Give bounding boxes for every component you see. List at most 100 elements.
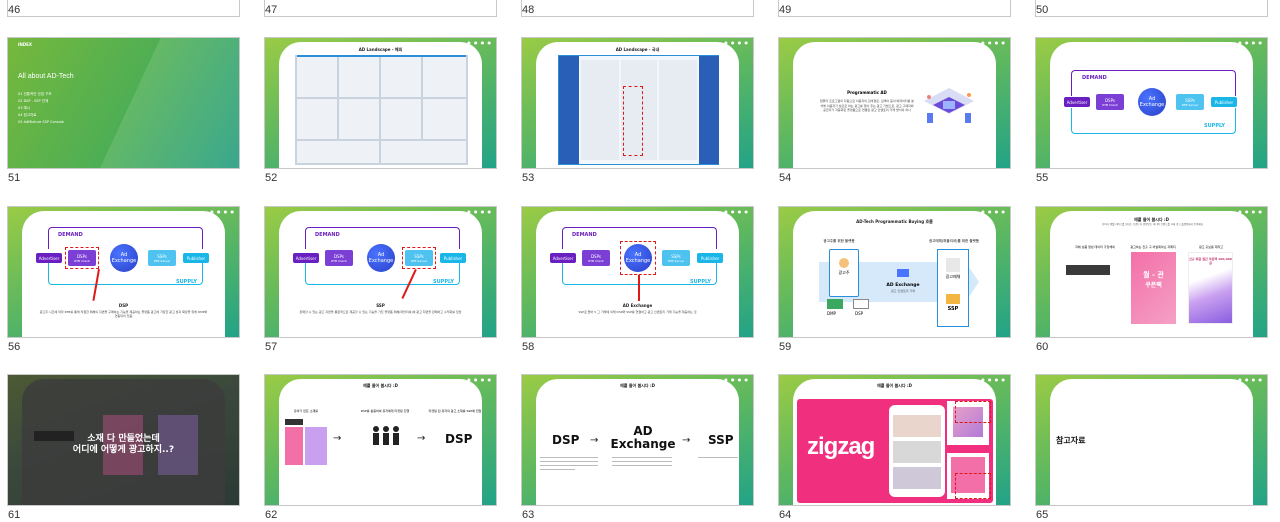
arrow-icon: → <box>333 433 342 444</box>
slide-number: 63 <box>522 509 535 521</box>
slide-thumb-54[interactable]: ● ● ● ● Programmatic AD 컴퓨터 프로그램이 자동으로 이… <box>778 37 1011 169</box>
advertiser-node: Advertiser <box>550 253 576 263</box>
slide-thumb-60[interactable]: ● ● ● ● 예를 들어 봅시다 :D 유아가 엔젤 서비스를 보내는 브랜드… <box>1035 206 1268 338</box>
slide-dots: ● ● ● ● <box>467 377 492 382</box>
column-heading-1: 자체 상품 영상 데이터 가장해외 <box>1075 245 1115 249</box>
slide-number: 65 <box>1036 509 1049 521</box>
caption-text: 광고주 니즈에 따라 RTB를 통해 적절한 매체의 지면을 구매하는 기능을 … <box>39 310 208 318</box>
slide-number: 62 <box>265 509 278 521</box>
slide-thumb-48[interactable] <box>521 0 754 17</box>
advertiser-node: Advertiser <box>36 253 62 263</box>
coupon-creative: 월 - 관 쿠폰팩 <box>1131 252 1176 324</box>
dmp-label: DMP <box>827 311 836 316</box>
slide-thumb-61[interactable]: 소재 다 만들었는데 어디에 어떻게 광고하지..? <box>7 374 240 506</box>
slide-dots: ● ● ● ● <box>467 209 492 214</box>
arrow-icon: → <box>417 433 426 444</box>
slide-thumb-59[interactable]: ● ● ● ● AD-Tech Programmatic Buying 흐름 광… <box>778 206 1011 338</box>
slide-thumb-65[interactable]: ● ● ● ● 참고자료 <box>1035 374 1268 506</box>
overlay-text-line-1: 소재 다 만들었는데 <box>87 434 160 444</box>
highlight-box <box>955 473 991 499</box>
slide-panel <box>1050 379 1253 505</box>
demand-loop <box>1071 70 1236 96</box>
landscape-grid <box>295 55 468 165</box>
coupon-creative <box>103 415 143 475</box>
highlight-box <box>955 401 991 423</box>
column-heading-2: 광고하는 진출 구 어필제아닌 자메지 <box>1130 245 1176 249</box>
phone-mockup <box>889 405 945 497</box>
slide-thumb-46[interactable] <box>7 0 240 17</box>
media-box: 광고매체 SSP <box>937 249 969 327</box>
supply-label: SUPPLY <box>690 279 712 285</box>
demand-label: DEMAND <box>572 232 597 238</box>
overlay-text-line-2: 어디에 어떻게 광고하지..? <box>72 445 175 455</box>
dsp-icon <box>853 299 869 309</box>
coupon-creative <box>285 427 303 465</box>
caption-title: SSP <box>376 303 385 308</box>
dmp-icon <box>827 299 843 309</box>
highlight-box <box>402 247 436 269</box>
exchange-sublabel: 광고 인벤토리 거래 <box>891 289 915 293</box>
caption-title: DSP <box>118 303 129 308</box>
slide-title: 예를 들어 봅시다 :D <box>363 383 398 388</box>
index-item: 02 DSP - SSP 관계 <box>18 99 49 103</box>
slide-number: 56 <box>8 341 21 353</box>
supply-label: SUPPLY <box>176 279 198 285</box>
slide-thumb-49[interactable] <box>778 0 1011 17</box>
highlight-box <box>65 247 99 269</box>
slide-title: AD-Tech Programmatic Buying 흐름 <box>856 219 933 224</box>
slide-thumb-51[interactable]: INDEX All about AD-Tech 01 전통적인 산업 구조 02… <box>7 37 240 169</box>
ad-slot-2 <box>947 453 989 499</box>
slide-thumb-47[interactable] <box>264 0 497 17</box>
demand-loop <box>48 227 203 249</box>
slide-number: 48 <box>522 4 535 16</box>
demand-label: DEMAND <box>315 232 340 238</box>
slide-number: 57 <box>265 341 278 353</box>
slide-thumb-50[interactable] <box>1035 0 1268 17</box>
slide-title: 예를 들어 봅시다 :D <box>620 383 655 388</box>
index-item: 04 참고자료 <box>18 113 37 117</box>
exchange-label: AD Exchange <box>886 283 920 288</box>
slide-number: 47 <box>265 4 278 16</box>
slide-dots: ● ● ● ● <box>210 209 235 214</box>
publisher-node: Publisher <box>183 253 209 263</box>
slide-panel <box>279 211 482 337</box>
slide-dots: ● ● ● ● <box>981 377 1006 382</box>
slide-thumb-62[interactable]: ● ● ● ● 예를 들어 봅시다 :D 유아가 만든 소재를 DSP를 활용하… <box>264 374 497 506</box>
index-list: 01 전통적인 산업 구조 02 DSP - SSP 관계 03 예시 04 참… <box>18 91 64 126</box>
slide-thumb-64[interactable]: ● ● ● ● 예를 들어 봅시다 :D zigzag <box>778 374 1011 506</box>
ssp-heading: SSP <box>708 433 734 447</box>
slide-title: Programmatic AD <box>847 90 887 95</box>
arrow-icon: → <box>682 435 691 446</box>
index-item: 01 전통적인 산업 구조 <box>18 92 52 96</box>
product-banner <box>1066 265 1110 275</box>
slide-thumb-52[interactable]: ● ● ● ● AD Landscape - 해외 <box>264 37 497 169</box>
slide-number: 51 <box>8 172 21 184</box>
slide-dots: ● ● ● ● <box>1238 377 1263 382</box>
exchange-icon <box>897 269 909 277</box>
card-creative <box>305 427 327 465</box>
slide-dots: ● ● ● ● <box>1238 40 1263 45</box>
dsp-note <box>540 455 598 473</box>
slide-title: 참고자료 <box>1056 436 1086 445</box>
column-heading-2: DSP를 활용하여 유저에게 타겟팅 진행 <box>360 409 410 413</box>
caption-title: AD Exchange <box>622 303 653 308</box>
slide-thumb-53[interactable]: ● ● ● ● AD Landscape - 국내 <box>521 37 754 169</box>
index-tag: INDEX <box>18 42 32 47</box>
slide-number: 50 <box>1036 4 1049 16</box>
card-creative <box>158 415 198 475</box>
slide-title: 예를 들어 봅시다 :D <box>877 383 912 388</box>
advertiser-node: Advertiser <box>293 253 319 263</box>
zigzag-banner: zigzag <box>797 399 993 503</box>
slide-dots: ● ● ● ● <box>981 40 1006 45</box>
